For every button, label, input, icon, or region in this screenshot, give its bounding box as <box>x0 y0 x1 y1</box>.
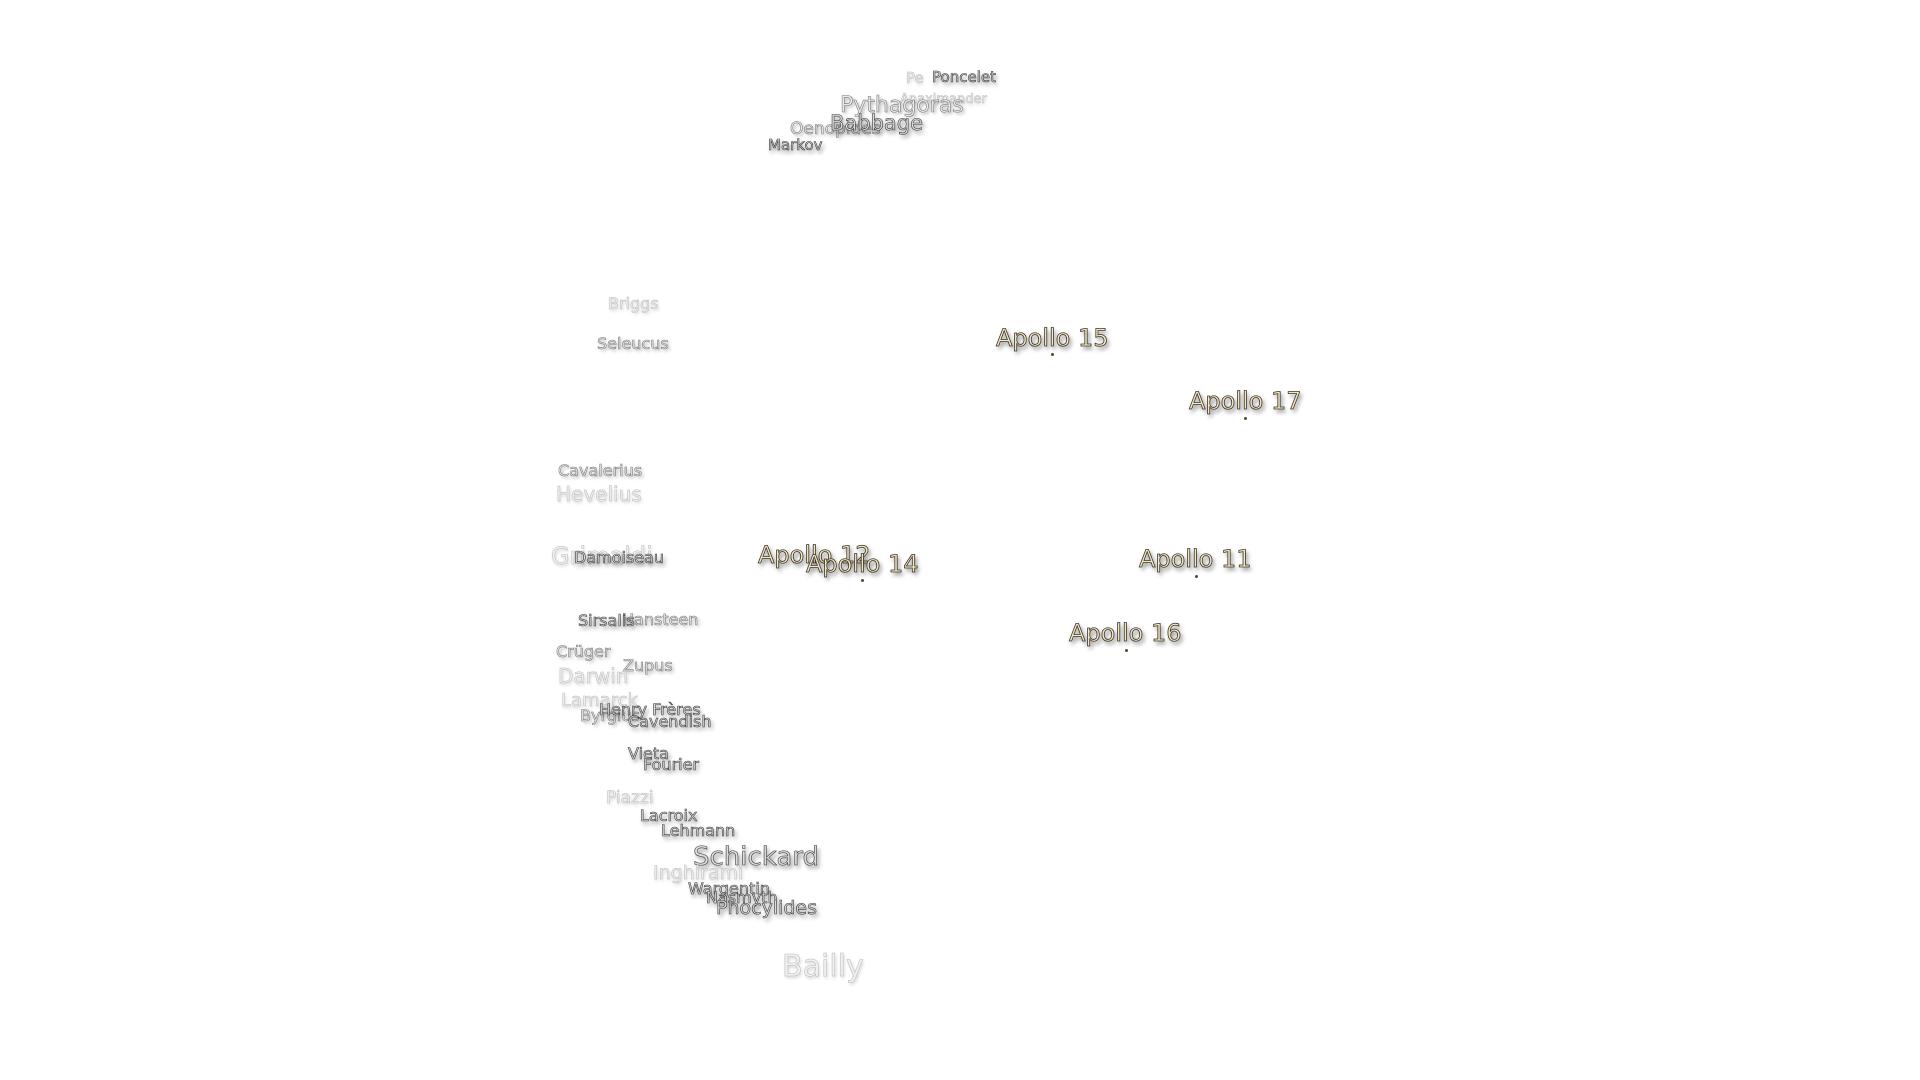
crater-label-pythagoras: Pythagoras <box>840 93 964 118</box>
crater-label-damoiseau: Damoiseau <box>574 548 665 567</box>
crater-label-wargentin: Wargentin <box>688 879 771 898</box>
apollo-17-site-marker <box>1244 417 1247 420</box>
crater-label-darwin: Darwin <box>558 664 629 688</box>
crater-label-phocylides: Phocylides <box>716 897 818 919</box>
crater-label-cavendish: Cavendish <box>628 712 712 731</box>
crater-label-seleucus: Seleucus <box>597 334 669 353</box>
apollo-15-site-marker <box>1051 353 1054 356</box>
crater-label-ghost-pe: Pe <box>906 69 924 87</box>
crater-label-vieta: Vieta <box>628 744 670 763</box>
apollo-17-label: Apollo 17 <box>1189 387 1302 415</box>
crater-label-piazzi: Piazzi <box>606 788 654 808</box>
crater-label-inghirami: Inghirami <box>653 862 744 884</box>
crater-label-henry-freres: Henry Frères <box>599 700 701 719</box>
apollo-16-label: Apollo 16 <box>1069 619 1182 647</box>
crater-label-grimaldi: Grimaldi <box>551 542 653 570</box>
crater-label-cruger: Crüger <box>556 642 611 661</box>
crater-label-briggs: Briggs <box>608 294 659 313</box>
crater-label-schickard: Schickard <box>693 842 820 872</box>
crater-label-sirsalis: Sirsalis <box>578 611 635 630</box>
crater-label-zupus: Zupus <box>623 656 673 675</box>
apollo-16-site-marker <box>1125 649 1128 652</box>
crater-label-byrgius: Byrgius <box>580 706 640 725</box>
crater-label-cavalerius: Cavalerius <box>558 461 643 480</box>
apollo-11-label: Apollo 11 <box>1139 545 1252 573</box>
crater-label-ghost-anaximander: Anaximander <box>900 92 987 107</box>
crater-label-nasmyth: Nasmyth <box>706 888 778 907</box>
crater-label-hevelius: Hevelius <box>556 482 642 506</box>
crater-label-markov: Markov <box>768 136 823 154</box>
crater-label-fourier: Fourier <box>643 755 700 774</box>
apollo-14-site-marker <box>861 579 864 582</box>
apollo-11-site-marker <box>1195 575 1198 578</box>
crater-label-lacroix: Lacroix <box>640 806 698 825</box>
apollo-12-label: Apollo 12 <box>758 541 871 569</box>
apollo-14-label: Apollo 14 <box>806 550 919 578</box>
crater-label-babbage: Babbage <box>830 111 924 135</box>
crater-label-oenopides: Oenopides <box>790 119 881 139</box>
crater-label-lamarck: Lamarck <box>561 690 638 711</box>
apollo-15-label: Apollo 15 <box>996 324 1109 352</box>
crater-label-poncelet: Poncelet <box>932 68 997 86</box>
crater-label-hansteen: Hansteen <box>622 610 699 629</box>
crater-label-lehmann: Lehmann <box>661 821 736 840</box>
crater-label-bailly: Bailly <box>782 949 864 984</box>
